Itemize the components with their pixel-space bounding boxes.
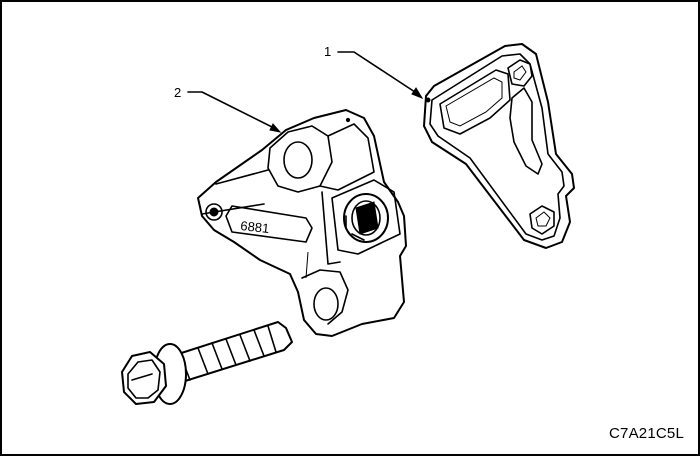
tensioner-housing-part-2: 6881: [197, 109, 407, 337]
gasket-part-1: [423, 43, 575, 249]
part-stamp-text: 6881: [240, 218, 270, 236]
callout-label-2: 2: [174, 85, 182, 100]
callout-label-1: 1: [324, 44, 332, 59]
figure-code: C7A21C5L: [609, 425, 684, 442]
mounting-bolt: [121, 321, 293, 405]
leader-line-1: [337, 51, 424, 100]
leader-line-2: [187, 91, 282, 133]
